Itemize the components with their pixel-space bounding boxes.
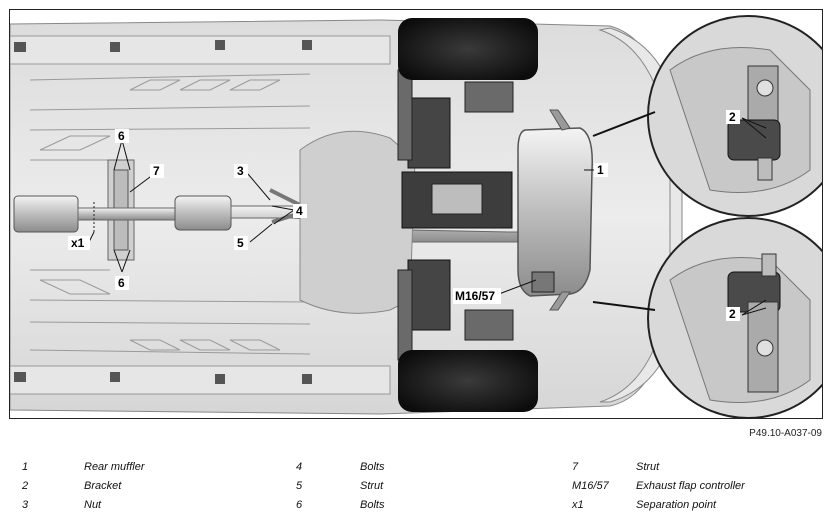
muffler-tailpipe-upper <box>549 109 571 131</box>
legend-item: M16/57 Exhaust flap controller <box>0 477 832 495</box>
subframe-right <box>407 259 451 331</box>
center-muffler <box>174 195 232 231</box>
legend-label: Bolts <box>360 499 385 511</box>
legend-label: Strut <box>636 461 660 473</box>
legend-number: 6 <box>296 499 303 511</box>
legend-label: Exhaust flap controller <box>636 480 745 492</box>
detail-leader-upper <box>592 111 656 137</box>
legend-number: x1 <box>572 499 584 511</box>
legend-number: 1 <box>22 461 29 473</box>
rear-muffler <box>517 127 593 297</box>
underbody-diagram: 6 6 7 3 4 5 1 M16/57 x1 2 2 <box>9 9 823 419</box>
callout-4: 4 <box>296 204 303 218</box>
muffler-tailpipe-lower <box>549 291 571 311</box>
legend-item: 2 Bracket <box>0 477 832 495</box>
callout-x1: x1 <box>71 236 85 250</box>
left-rocker-panel <box>10 35 391 65</box>
legend-item: x1 Separation point <box>0 496 832 514</box>
legend-item: 7 Strut <box>0 458 832 476</box>
callout-2-lower: 2 <box>729 307 736 321</box>
callout-5: 5 <box>237 236 244 250</box>
exhaust-flap-controller <box>531 271 555 293</box>
legend-item: 4 Bolts <box>0 458 832 476</box>
underbody-illustration: 6 6 7 3 4 5 1 M16/57 x1 2 2 <box>10 15 822 418</box>
detail-leader-lower <box>592 301 656 311</box>
right-rear-tire <box>398 350 538 412</box>
callout-3: 3 <box>237 164 244 178</box>
callout-m16-57: M16/57 <box>455 289 495 303</box>
callout-1: 1 <box>597 163 604 177</box>
callout-6-bottom: 6 <box>118 276 125 290</box>
legend-label: Rear muffler <box>84 461 145 473</box>
legend-item: 3 Nut <box>0 496 832 514</box>
right-rocker-panel <box>10 365 391 395</box>
callout-labels: 6 6 7 3 4 5 1 M16/57 x1 2 2 <box>68 110 740 321</box>
rocker-pads <box>14 40 312 384</box>
legend-item: 5 Strut <box>0 477 832 495</box>
legend-label: Separation point <box>636 499 717 511</box>
legend-number: 2 <box>22 480 29 492</box>
legend-label: Bolts <box>360 461 385 473</box>
underbody-panels <box>29 73 311 355</box>
suspension-links <box>397 69 514 361</box>
subframe-left <box>407 97 451 169</box>
legend-number: M16/57 <box>572 480 609 492</box>
legend-number: 7 <box>572 461 579 473</box>
callout-6-top: 6 <box>118 129 125 143</box>
callout-2-upper: 2 <box>729 110 736 124</box>
diff-label-plate <box>431 183 483 215</box>
legend-label: Bracket <box>84 480 122 492</box>
legend-number: 3 <box>22 499 29 511</box>
left-rear-tire <box>398 18 538 80</box>
legend-item: 1 Rear muffler <box>0 458 832 476</box>
exhaust-pipe-front <box>77 207 181 221</box>
legend-label: Nut <box>84 499 102 511</box>
legend-label: Strut <box>360 480 384 492</box>
legend-number: 5 <box>296 480 303 492</box>
callout-7: 7 <box>153 164 160 178</box>
legend-number: 4 <box>296 461 303 473</box>
legend-item: 6 Bolts <box>0 496 832 514</box>
figure-reference: P49.10-A037-09 <box>749 428 822 439</box>
catalytic-converter <box>13 195 79 233</box>
